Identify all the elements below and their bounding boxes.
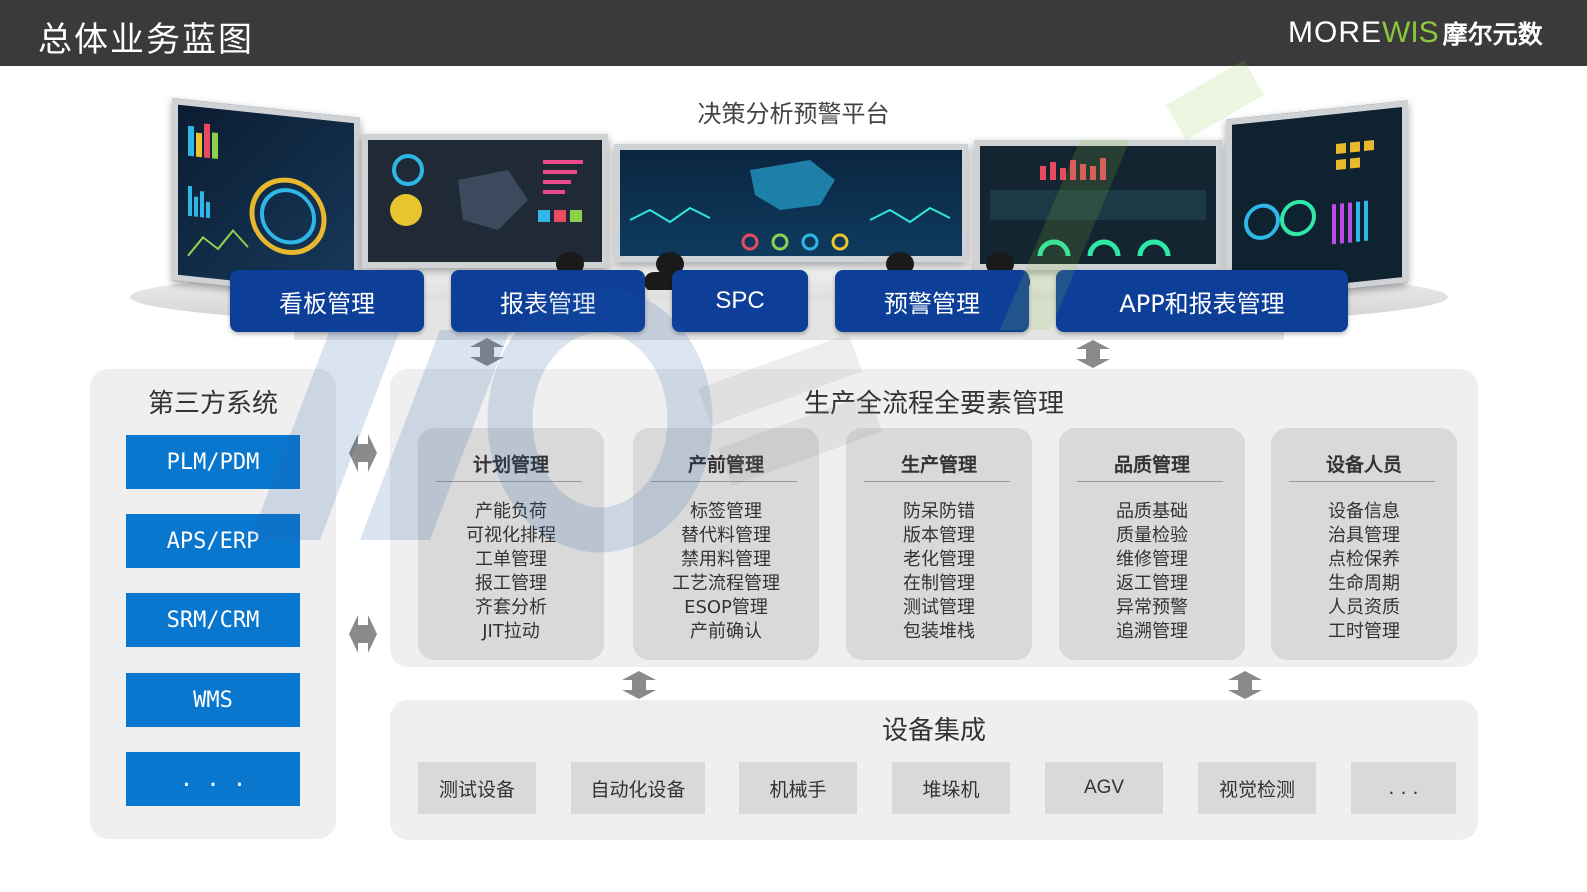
list-item: 版本管理	[903, 525, 975, 546]
list-item: 替代料管理	[681, 525, 771, 546]
list-item: 异常预警	[1116, 597, 1188, 618]
list-item: 可视化排程	[466, 525, 556, 546]
device-robot-arm-button[interactable]: 机械手	[739, 762, 857, 814]
divider	[651, 481, 797, 482]
device-agv-button[interactable]: AGV	[1045, 762, 1163, 814]
logo-text-main: MORE	[1288, 16, 1382, 49]
dashboard-screen-3	[614, 144, 968, 262]
quality-column: 品质管理 品质基础 质量检验 维修管理 返工管理 异常预警 追溯管理	[1059, 428, 1245, 660]
column-title: 设备人员	[1325, 454, 1402, 476]
device-test-button[interactable]: 测试设备	[418, 762, 536, 814]
column-items: 产能负荷 可视化排程 工单管理 报工管理 齐套分析 JIT拉动	[418, 500, 604, 644]
list-item: 工单管理	[475, 549, 547, 570]
system-srm-button[interactable]: SRM/CRM	[126, 593, 300, 647]
list-item: 人员资质	[1328, 597, 1400, 618]
dashboard-chart-icon	[187, 123, 327, 257]
divider	[1077, 481, 1223, 482]
module-report-button[interactable]: 报表管理	[451, 270, 645, 332]
list-item: 标签管理	[690, 501, 762, 522]
device-vision-button[interactable]: 视觉检测	[1198, 762, 1316, 814]
device-integration-title: 设备集成	[881, 716, 986, 746]
list-item: 产能负荷	[475, 501, 547, 522]
column-title: 计划管理	[472, 454, 549, 476]
module-alert-button[interactable]: 预警管理	[835, 270, 1029, 332]
module-spc-button[interactable]: SPC	[672, 270, 808, 332]
logo-cn-text: 摩尔元数	[1442, 20, 1543, 49]
updown-arrow-icon	[1076, 340, 1110, 368]
module-kanban-button[interactable]: 看板管理	[230, 270, 424, 332]
production-title: 生产全流程全要素管理	[803, 389, 1064, 419]
list-item: 维修管理	[1116, 549, 1188, 570]
list-item: 防呆防错	[903, 501, 975, 522]
platform-title: 决策分析预警平台	[697, 100, 890, 128]
column-title: 品质管理	[1113, 454, 1190, 476]
leftright-arrow-icon	[349, 434, 377, 472]
list-item: 包装堆栈	[903, 621, 975, 642]
plan-column: 计划管理 产能负荷 可视化排程 工单管理 报工管理 齐套分析 JIT拉动	[418, 428, 604, 660]
column-title: 生产管理	[900, 454, 977, 476]
device-more-button[interactable]: . . .	[1351, 762, 1456, 814]
updown-arrow-icon	[470, 338, 504, 366]
module-app-report-button[interactable]: APP和报表管理	[1056, 270, 1348, 332]
column-items: 标签管理 替代料管理 禁用料管理 工艺流程管理 ESOP管理 产前确认	[633, 500, 819, 644]
divider	[864, 481, 1010, 482]
production-column: 生产管理 防呆防错 版本管理 老化管理 在制管理 测试管理 包装堆栈	[846, 428, 1032, 660]
list-item: 禁用料管理	[681, 549, 771, 570]
divider	[436, 481, 582, 482]
device-automation-button[interactable]: 自动化设备	[571, 762, 705, 814]
list-item: 在制管理	[903, 573, 975, 594]
leftright-arrow-icon	[349, 615, 377, 653]
dashboard-screen-5	[1226, 100, 1408, 302]
list-item: 治具管理	[1328, 525, 1400, 546]
system-more-button[interactable]: . . .	[126, 752, 300, 806]
updown-arrow-icon	[1228, 671, 1262, 699]
column-title: 产前管理	[687, 454, 764, 476]
column-items: 防呆防错 版本管理 老化管理 在制管理 测试管理 包装堆栈	[846, 500, 1032, 644]
list-item: 齐套分析	[475, 597, 547, 618]
system-wms-button[interactable]: WMS	[126, 673, 300, 727]
list-item: 质量检验	[1116, 525, 1188, 546]
list-item: JIT拉动	[482, 621, 540, 642]
list-item: 产前确认	[690, 621, 762, 642]
list-item: 工时管理	[1328, 621, 1400, 642]
third-party-title: 第三方系统	[147, 389, 278, 419]
list-item: 测试管理	[903, 597, 975, 618]
logo-text-accent: WIS	[1382, 16, 1439, 49]
list-item: 点检保养	[1328, 549, 1400, 570]
page-title: 总体业务蓝图	[38, 20, 254, 60]
list-item: ESOP管理	[684, 597, 768, 618]
dashboard-screen-1	[172, 98, 360, 300]
list-item: 设备信息	[1328, 501, 1400, 522]
system-plm-button[interactable]: PLM/PDM	[126, 435, 300, 489]
list-item: 报工管理	[475, 573, 547, 594]
divider	[1289, 481, 1435, 482]
list-item: 返工管理	[1116, 573, 1188, 594]
equipment-personnel-column: 设备人员 设备信息 治具管理 点检保养 生命周期 人员资质 工时管理	[1271, 428, 1457, 660]
preproduction-column: 产前管理 标签管理 替代料管理 禁用料管理 工艺流程管理 ESOP管理 产前确认	[633, 428, 819, 660]
list-item: 工艺流程管理	[672, 573, 780, 594]
list-item: 追溯管理	[1116, 621, 1188, 642]
list-item: 生命周期	[1328, 573, 1400, 594]
dashboard-screen-2	[362, 134, 608, 268]
dashboard-screen-4	[974, 140, 1222, 270]
list-item: 品质基础	[1116, 501, 1188, 522]
column-items: 品质基础 质量检验 维修管理 返工管理 异常预警 追溯管理	[1059, 500, 1245, 644]
system-aps-button[interactable]: APS/ERP	[126, 514, 300, 568]
device-stacker-button[interactable]: 堆垛机	[892, 762, 1010, 814]
updown-arrow-icon	[622, 671, 656, 699]
column-items: 设备信息 治具管理 点检保养 生命周期 人员资质 工时管理	[1271, 500, 1457, 644]
list-item: 老化管理	[903, 549, 975, 570]
